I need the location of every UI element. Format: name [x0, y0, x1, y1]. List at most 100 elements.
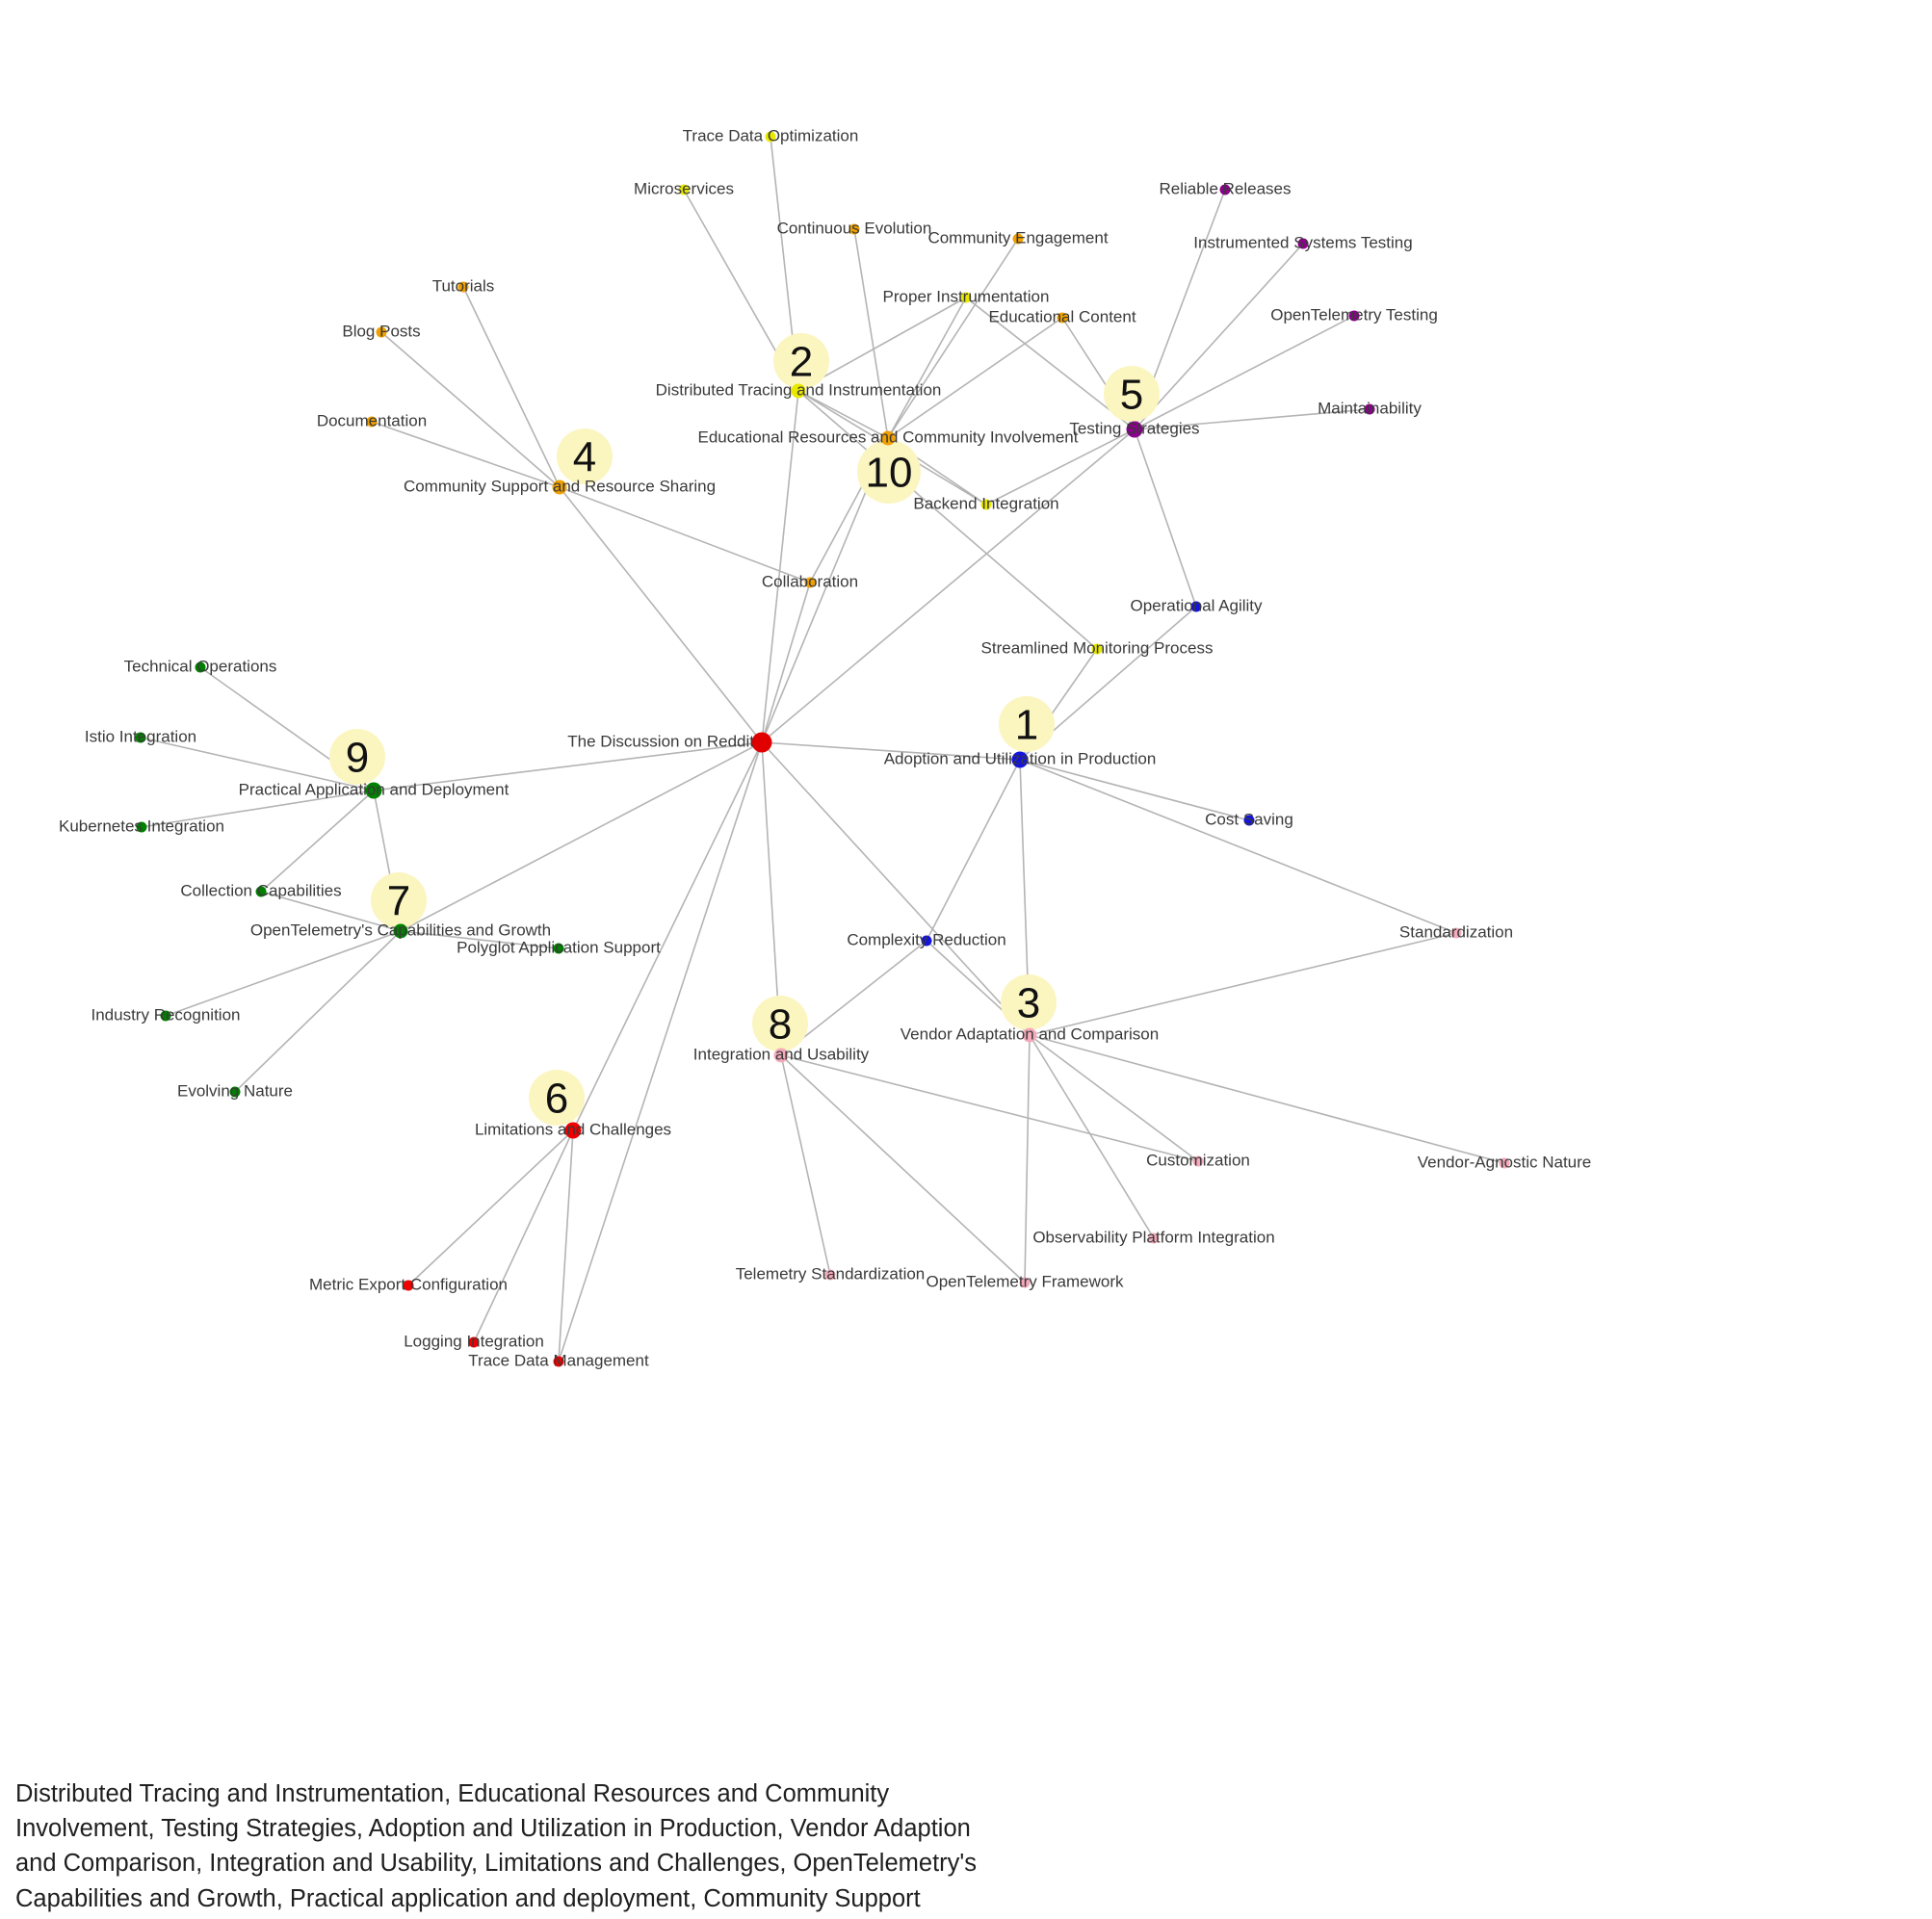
- graph-edge: [780, 1054, 1199, 1162]
- graph-node[interactable]: [824, 1269, 836, 1281]
- graph-edge: [1029, 1034, 1155, 1239]
- node-label: Maintainability: [1318, 399, 1422, 417]
- cluster-badge-8: [752, 996, 808, 1051]
- graph-edge: [985, 428, 1136, 506]
- graph-node[interactable]: [765, 131, 776, 143]
- graph-edge: [1024, 1034, 1031, 1284]
- graph-edge: [761, 390, 799, 743]
- graph-node[interactable]: [1019, 1277, 1031, 1288]
- node-label: Kubernetes Integration: [59, 817, 224, 835]
- graph-node[interactable]: [366, 416, 378, 428]
- node-label: Integration and Usability: [693, 1045, 870, 1063]
- cluster-badge-label-3: 3: [1017, 980, 1040, 1027]
- graph-node[interactable]: [880, 430, 896, 446]
- node-label: Evolving Nature: [177, 1081, 293, 1100]
- graph-node[interactable]: [980, 499, 992, 510]
- graph-edge: [234, 930, 402, 1093]
- graph-node[interactable]: [1243, 815, 1255, 826]
- node-label: Limitations and Challenges: [475, 1120, 671, 1138]
- node-label: Polyglot Application Support: [457, 938, 661, 956]
- nodes-layer: [135, 131, 1510, 1367]
- graph-edge: [1134, 243, 1304, 430]
- graph-node[interactable]: [468, 1336, 480, 1348]
- graph-edge: [400, 741, 763, 932]
- graph-node[interactable]: [135, 732, 146, 743]
- graph-edge: [1029, 1034, 1199, 1162]
- graph-node[interactable]: [849, 223, 860, 235]
- graph-edge: [797, 390, 1098, 650]
- node-label: Customization: [1146, 1151, 1250, 1169]
- graph-node[interactable]: [564, 1122, 582, 1139]
- cluster-badge-4: [557, 428, 613, 484]
- graph-node[interactable]: [960, 292, 972, 303]
- node-label: OpenTelemetry Framework: [926, 1272, 1124, 1290]
- node-label: Educational Content: [988, 307, 1136, 325]
- graph-node[interactable]: [553, 1356, 564, 1367]
- graph-node[interactable]: [1364, 403, 1375, 415]
- node-label: Community Support and Resource Sharing: [404, 477, 716, 495]
- cluster-badge-label-7: 7: [387, 878, 410, 925]
- graph-edge: [887, 297, 967, 439]
- graph-node[interactable]: [1012, 233, 1024, 245]
- graph-node[interactable]: [229, 1086, 241, 1098]
- graph-node[interactable]: [921, 935, 932, 947]
- graph-edge: [559, 486, 763, 743]
- cluster-badge-label-9: 9: [346, 735, 369, 782]
- graph-node[interactable]: [1022, 1027, 1037, 1043]
- graph-node[interactable]: [1011, 751, 1029, 768]
- cluster-badge-5: [1104, 366, 1160, 422]
- cluster-badge-label-2: 2: [790, 339, 813, 386]
- graph-edge: [371, 421, 561, 488]
- node-label: OpenTelemetry's Capabilities and Growth: [250, 921, 551, 939]
- graph-edge: [926, 759, 1021, 942]
- node-label: Operational Agility: [1130, 596, 1263, 614]
- graph-node[interactable]: [1348, 310, 1360, 322]
- graph-node[interactable]: [1148, 1232, 1160, 1244]
- node-label: The Discussion on Reddit: [567, 732, 754, 750]
- graph-node[interactable]: [393, 923, 408, 939]
- graph-node[interactable]: [255, 886, 267, 897]
- graph-node[interactable]: [751, 732, 772, 753]
- node-label: Logging Integration: [404, 1332, 544, 1350]
- node-label: Vendor Adaptation and Comparison: [901, 1024, 1159, 1043]
- graph-node[interactable]: [791, 383, 806, 399]
- graph-node[interactable]: [1190, 601, 1202, 612]
- cluster-badge-label-8: 8: [769, 1001, 792, 1049]
- node-label: Proper Instrumentation: [883, 287, 1050, 305]
- graph-node[interactable]: [1297, 238, 1309, 249]
- graph-node[interactable]: [678, 184, 690, 195]
- graph-node[interactable]: [1192, 1155, 1204, 1167]
- graph-node[interactable]: [160, 1010, 171, 1022]
- graph-node[interactable]: [457, 281, 469, 293]
- node-label: Standardization: [1399, 922, 1513, 941]
- graph-node[interactable]: [365, 782, 382, 799]
- graph-node[interactable]: [136, 821, 147, 833]
- node-label: Educational Resources and Community Invo…: [698, 428, 1079, 446]
- node-label: Documentation: [317, 411, 427, 429]
- figure-caption: Distributed Tracing and Instrumentation,…: [15, 1780, 984, 1912]
- graph-node[interactable]: [1219, 184, 1231, 195]
- node-label: Community Engagement: [927, 228, 1108, 246]
- graph-node[interactable]: [553, 943, 564, 954]
- node-label: Metric Export Configuration: [309, 1275, 508, 1293]
- graph-node[interactable]: [1091, 643, 1103, 655]
- node-label: Continuous Evolution: [777, 219, 932, 237]
- graph-node[interactable]: [376, 326, 387, 338]
- node-label: Streamlined Monitoring Process: [981, 638, 1214, 657]
- graph-edge: [1029, 932, 1457, 1036]
- graph-node[interactable]: [804, 577, 816, 588]
- node-label: Technical Operations: [124, 657, 277, 675]
- graph-node[interactable]: [552, 480, 567, 495]
- graph-node[interactable]: [773, 1048, 789, 1063]
- graph-node[interactable]: [1450, 927, 1462, 939]
- graph-node[interactable]: [1499, 1157, 1510, 1169]
- graph-node[interactable]: [1126, 421, 1143, 438]
- graph-edge: [260, 790, 375, 893]
- graph-node[interactable]: [403, 1280, 414, 1291]
- node-label: Microservices: [634, 179, 734, 197]
- graph-edge: [260, 891, 402, 932]
- graph-node[interactable]: [195, 661, 206, 673]
- graph-node[interactable]: [1057, 312, 1068, 324]
- graph-edge: [140, 737, 375, 791]
